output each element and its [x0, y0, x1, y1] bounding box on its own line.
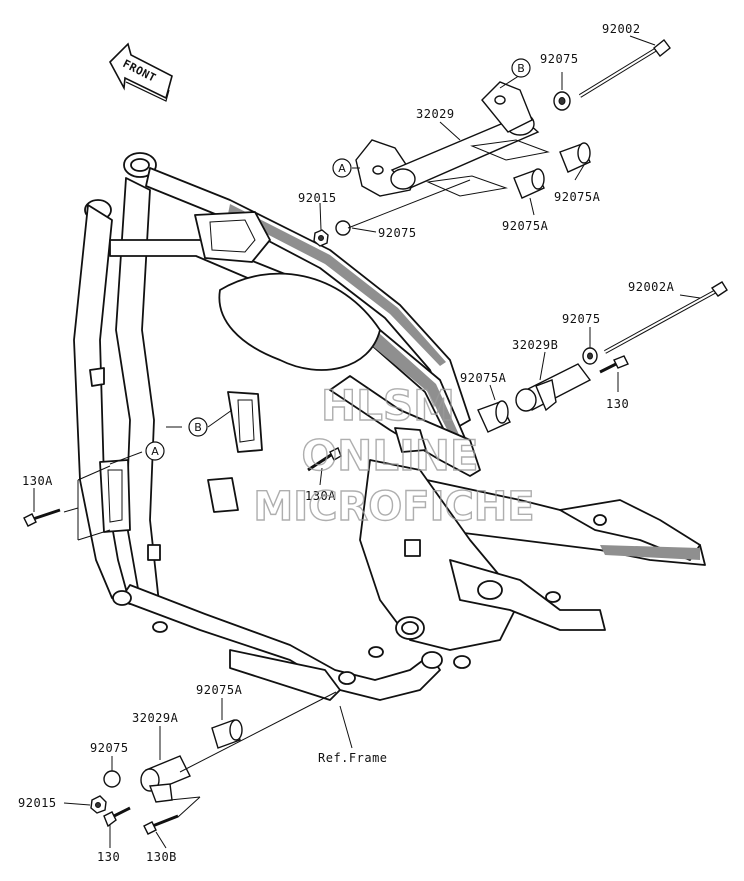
label-92075a-mid: 92075A — [502, 219, 549, 233]
callout-b-left: B — [188, 417, 208, 437]
label-92075-top: 92075 — [540, 52, 579, 66]
motorcycle-frame — [73, 152, 706, 701]
svg-text:B: B — [517, 62, 525, 75]
mount-32029b-assembly — [477, 281, 728, 433]
label-92015-top: 92015 — [298, 191, 337, 205]
label-32029: 32029 — [416, 107, 455, 121]
label-92075a-bottom: 92075A — [196, 683, 243, 697]
label-92075a-right: 92075A — [554, 190, 601, 204]
callout-a-left: A — [145, 441, 165, 461]
label-92075-mid: 92075 — [378, 226, 417, 240]
leader-lines — [33, 35, 701, 849]
svg-text:MICROFICHE: MICROFICHE — [253, 484, 534, 530]
label-92002a: 92002A — [628, 280, 675, 294]
label-92002: 92002 — [602, 22, 641, 36]
mount-32029-assembly — [313, 39, 671, 247]
svg-text:A: A — [338, 162, 346, 175]
label-92075-bottom: 92075 — [90, 741, 129, 755]
label-130b: 130B — [146, 850, 177, 864]
callout-a-top: A — [332, 158, 352, 178]
label-130a-mid: 130A — [305, 489, 336, 503]
svg-text:A: A — [151, 445, 159, 458]
label-92075a-r2: 92075A — [460, 371, 507, 385]
label-130-right: 130 — [606, 397, 629, 411]
bushing-92075a-right — [559, 142, 591, 173]
bushing-92075a-mid — [513, 168, 545, 199]
watermark: HLSM ONLINE MICROFICHE — [253, 380, 536, 530]
label-92015-bottom: 92015 — [18, 796, 57, 810]
label-92075-r2: 92075 — [562, 312, 601, 326]
label-130a-left: 130A — [22, 474, 53, 488]
front-arrow: FRONT — [109, 42, 173, 102]
label-32029a: 32029A — [132, 711, 179, 725]
label-130-bottom: 130 — [97, 850, 120, 864]
svg-text:HLSM: HLSM — [321, 381, 455, 430]
callout-b-top: B — [511, 58, 531, 78]
part-labels: 92002 92075 32029 92075A 92075A 92015 92… — [18, 22, 675, 864]
svg-text:B: B — [194, 421, 202, 434]
mount-32029a-assembly — [23, 447, 342, 835]
label-32029b: 32029B — [512, 338, 558, 352]
svg-text:ONLINE: ONLINE — [301, 431, 478, 480]
label-ref-frame: Ref.Frame — [318, 751, 388, 765]
